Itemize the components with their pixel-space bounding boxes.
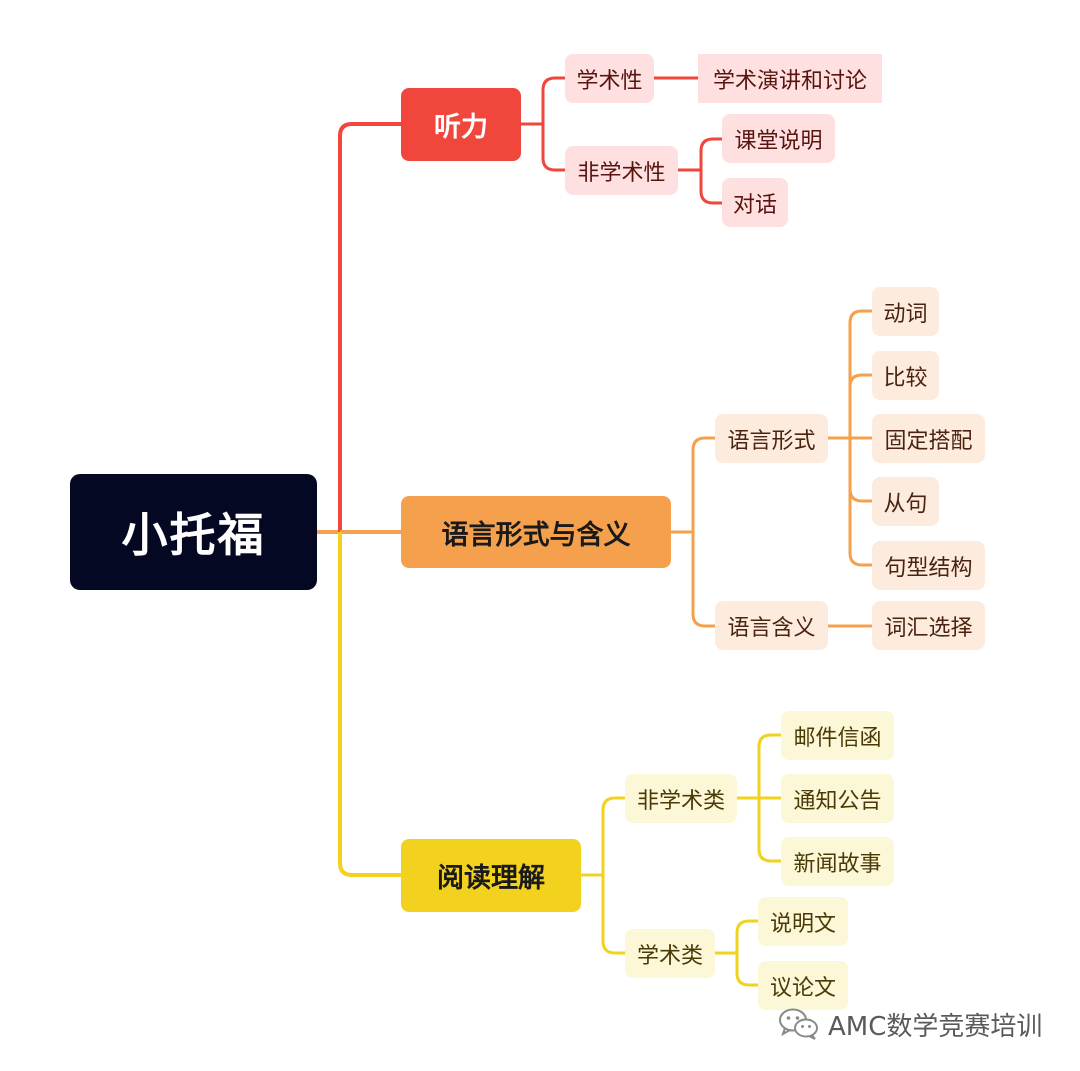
language-form-item: 比较: [872, 351, 939, 400]
listening-academic: 学术性: [565, 54, 654, 103]
language-form-item: 动词: [872, 287, 939, 336]
reading-academic: 学术类: [625, 929, 715, 978]
reading-non-academic-item: 通知公告: [781, 774, 894, 823]
language-meaning: 语言含义: [715, 601, 828, 650]
listening-academic-item: 学术演讲和讨论: [698, 54, 882, 103]
branch-listening: 听力: [401, 88, 521, 161]
listening-non-academic: 非学术性: [565, 146, 678, 195]
language-form-item: 句型结构: [872, 541, 985, 590]
watermark: AMC数学竞赛培训: [778, 1004, 1042, 1044]
listening-non-academic-item: 课堂说明: [722, 114, 835, 163]
language-form-item: 从句: [872, 477, 939, 526]
language-form: 语言形式: [715, 414, 828, 463]
listening-non-academic-item: 对话: [722, 178, 788, 227]
reading-academic-item: 议论文: [758, 961, 848, 1010]
branch-language: 语言形式与含义: [401, 496, 671, 568]
branch-reading: 阅读理解: [401, 839, 581, 912]
language-meaning-item: 词汇选择: [872, 601, 985, 650]
language-form-item: 固定搭配: [872, 414, 985, 463]
reading-non-academic: 非学术类: [625, 774, 737, 823]
reading-non-academic-item: 新闻故事: [781, 837, 894, 886]
watermark-text: AMC数学竞赛培训: [828, 1011, 1043, 1042]
wechat-icon: [779, 1008, 818, 1040]
reading-non-academic-item: 邮件信函: [781, 711, 894, 760]
reading-academic-item: 说明文: [758, 897, 848, 946]
root-node: 小托福: [70, 474, 317, 590]
